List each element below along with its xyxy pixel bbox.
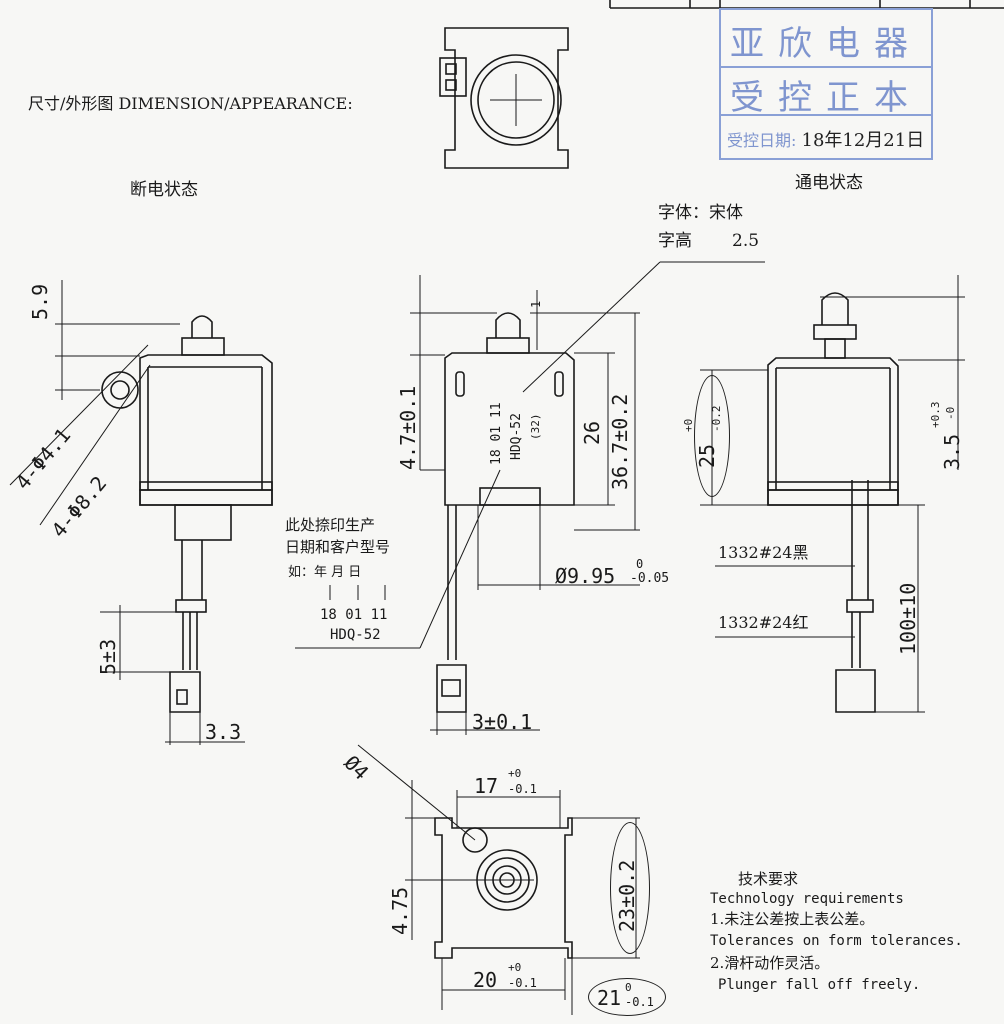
font-height-value: 2.5	[732, 231, 760, 251]
tech-item1-cn: 1.未注公差按上表公差。	[710, 910, 875, 928]
bottom-view	[357, 744, 640, 1015]
stamp-line1: 亚欣电器	[730, 24, 922, 64]
dim-23: 23±0.2	[615, 859, 639, 932]
dim-26: 26	[580, 420, 604, 445]
dim-36-7: 36.7±0.2	[608, 393, 632, 490]
dim-23-oval	[610, 822, 650, 954]
control-stamp: 亚欣电器 受控正本 受控日期: 18年12月21日	[719, 8, 933, 160]
dim-17-tol-bot: -0.1	[508, 782, 537, 796]
tech-item1-en: Tolerances on form tolerances.	[710, 933, 963, 949]
font-height-label: 字高	[658, 231, 692, 251]
body-marking-model: HDQ-52	[509, 413, 524, 460]
dim-3-5: 3.5	[940, 433, 964, 470]
dim-25-oval	[694, 375, 730, 497]
dim-5-pm-3: 5±3	[96, 638, 120, 675]
page-title: 尺寸/外形图 DIMENSION/APPEARANCE:	[28, 94, 353, 113]
tech-item2-en: Plunger fall off freely.	[718, 977, 921, 993]
on-state-label: 通电状态	[795, 173, 863, 193]
dim-4-7: 4.7±0.1	[396, 385, 420, 470]
front-view	[295, 261, 765, 735]
dim-17-tol-top: +0	[508, 767, 522, 780]
dim-21: 21	[597, 986, 622, 1010]
tech-title-cn: 技术要求	[738, 870, 799, 888]
wire-red-label: 1332#24红	[718, 613, 809, 632]
right-view	[700, 275, 965, 713]
tech-title-en: Technology requirements	[710, 891, 904, 907]
print-note-line3: 如：年 月 日	[288, 565, 362, 580]
body-marking-sub: (32)	[529, 413, 542, 441]
dim-20: 20	[473, 968, 498, 992]
dim-3-5-tol-top: +0.3	[929, 401, 942, 429]
stamp-line2: 受控正本	[730, 78, 922, 118]
dim-100: 100±10	[896, 582, 920, 655]
dim-21-tol-top: 0	[625, 981, 632, 994]
print-note-line4: 18 01 11	[320, 607, 388, 623]
dim-20-tol-bot: -0.1	[508, 976, 537, 990]
dim-21-tol-bot: -0.1	[625, 995, 654, 1009]
dim-3-3: 3.3	[205, 720, 242, 744]
off-state-label: 断电状态	[130, 180, 198, 200]
top-view	[439, 27, 569, 169]
print-note-line2: 日期和客户型号	[285, 538, 391, 556]
dim-9-95-tol-top: 0	[636, 557, 644, 571]
dim-17: 17	[474, 774, 499, 798]
dim-21-oval	[588, 978, 666, 1016]
wire-black-label: 1332#24黑	[718, 543, 809, 562]
dim-1: 1	[529, 300, 543, 308]
dim-9-95-tol-bot: -0.05	[630, 571, 670, 586]
print-note-line1: 此处捺印生产	[285, 516, 376, 534]
body-marking-date: 18 01 11	[489, 402, 504, 465]
tech-item2-cn: 2.滑杆动作灵活。	[710, 954, 830, 972]
print-note-line5: HDQ-52	[330, 627, 381, 643]
dim-20-tol-top: +0	[508, 961, 522, 974]
dim-25-tol-top: +0	[682, 418, 695, 432]
dim-3-pm-0-1: 3±0.1	[472, 710, 533, 734]
dim-25: 25	[695, 443, 719, 468]
title-block-fragment	[609, 0, 1004, 9]
dim-3-5-tol-bot: -0	[944, 406, 957, 420]
left-view	[9, 280, 273, 745]
dim-25-tol-bot: -0.2	[710, 405, 723, 433]
stamp-date-value: 18年12月21日	[801, 130, 925, 151]
stamp-date-prefix: 受控日期:	[727, 131, 797, 150]
dim-9-95: Ø9.95	[555, 564, 616, 588]
dim-4-75: 4.75	[388, 886, 412, 935]
dim-5-9: 5.9	[28, 283, 52, 320]
font-label: 字体：宋体	[658, 203, 743, 223]
